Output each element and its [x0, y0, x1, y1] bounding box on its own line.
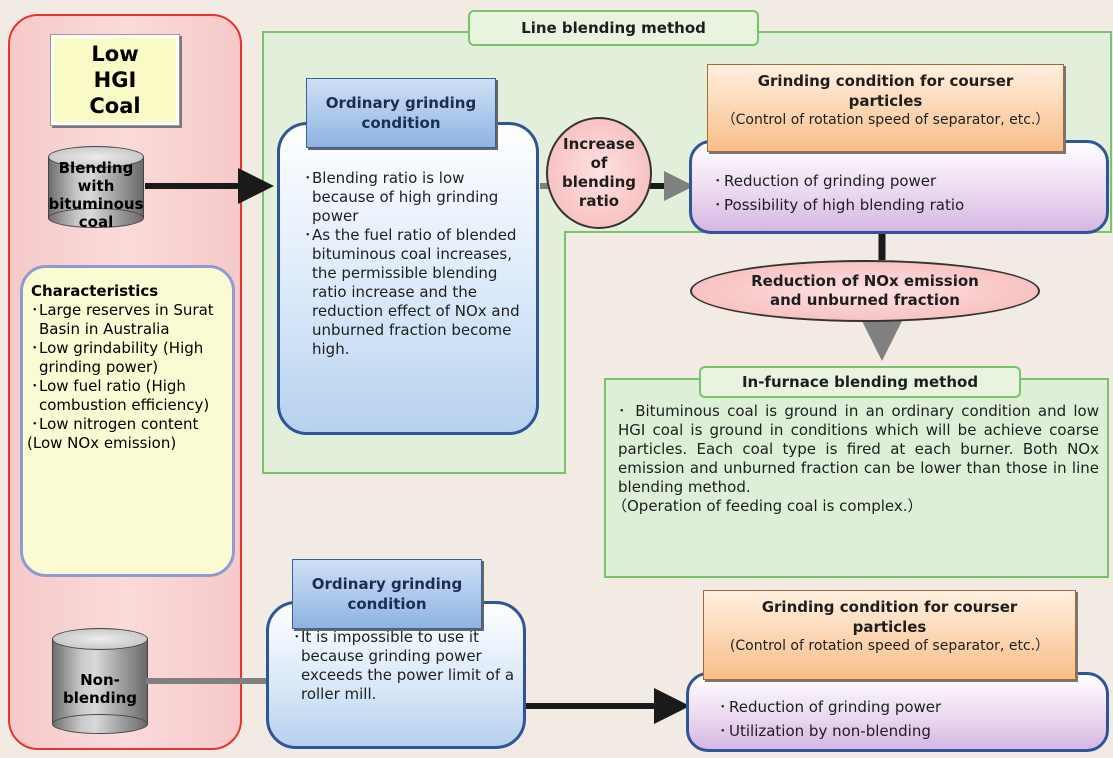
coarser-condition-body: ･Reduction of grinding power ･Possibilit… [689, 140, 1109, 234]
characteristics-box: Characteristics ･Large reserves in Surat… [20, 265, 235, 577]
characteristic-item: ･Low fuel ratio (High combustion efficie… [31, 377, 210, 414]
reduction-nox-ellipse: Reduction of NOx emission and unburned f… [690, 260, 1040, 322]
coarser-condition-subtitle: （Control of rotation speed of separator,… [721, 112, 1050, 128]
line-blending-label: Line blending method [468, 10, 759, 46]
characteristic-item: ･Low nitrogen content [31, 415, 199, 433]
characteristic-item: ･Large reserves in Surat Basin in Austra… [31, 301, 214, 338]
nonblending-coarser-subtitle: (Control of rotation speed of separator,… [729, 638, 1050, 654]
ordinary-condition-head: Ordinary grinding condition [306, 78, 496, 148]
coarser-condition-item: ･Reduction of grinding power [714, 172, 937, 190]
ordinary-condition-item: ･As the fuel ratio of blended bituminous… [304, 226, 520, 358]
nonblending-coarser-body: ･Reduction of grinding power ･Utilizatio… [686, 672, 1109, 752]
coarser-condition-title: Grinding condition for courser particles [757, 72, 1014, 110]
characteristic-item-note: (Low NOx emission) [27, 434, 177, 452]
nonblending-coarser-head: Grinding condition for courser particles… [703, 590, 1076, 680]
low-hgi-coal-title: Low HGI Coal [50, 34, 180, 126]
in-furnace-label: In-furnace blending method [699, 366, 1021, 398]
nonblending-ordinary-item: ･It is impossible to use it because grin… [293, 628, 515, 703]
coarser-condition-item: ･Possibility of high blending ratio [714, 196, 965, 214]
in-furnace-text: ･ Bituminous coal is ground in an ordina… [618, 402, 1099, 496]
characteristics-heading: Characteristics [31, 282, 159, 300]
nonblending-ordinary-head: Ordinary grinding condition [292, 559, 482, 629]
non-blending-cylinder-label: Non- blending [62, 671, 138, 707]
characteristic-item: ･Low grindability (High grinding power) [31, 339, 204, 376]
ordinary-condition-body: ･Blending ratio is low because of high g… [277, 122, 539, 435]
increase-blending-ratio-ellipse: Increase of blending ratio [546, 117, 652, 229]
ordinary-condition-item: ･Blending ratio is low because of high g… [304, 169, 499, 225]
in-furnace-note: （Operation of feeding coal is complex.） [612, 497, 923, 515]
blending-cylinder: Blending with bituminous coal [48, 146, 144, 231]
coarser-condition-head: Grinding condition for courser particles… [707, 64, 1064, 152]
nonblending-coarser-title: Grinding condition for courser particles [761, 598, 1018, 636]
non-blending-cylinder: Non- blending [52, 628, 148, 734]
in-furnace-box: ･ Bituminous coal is ground in an ordina… [604, 378, 1109, 578]
nonblending-coarser-item: ･Utilization by non-blending [719, 722, 931, 740]
nonblending-coarser-item: ･Reduction of grinding power [719, 698, 942, 716]
